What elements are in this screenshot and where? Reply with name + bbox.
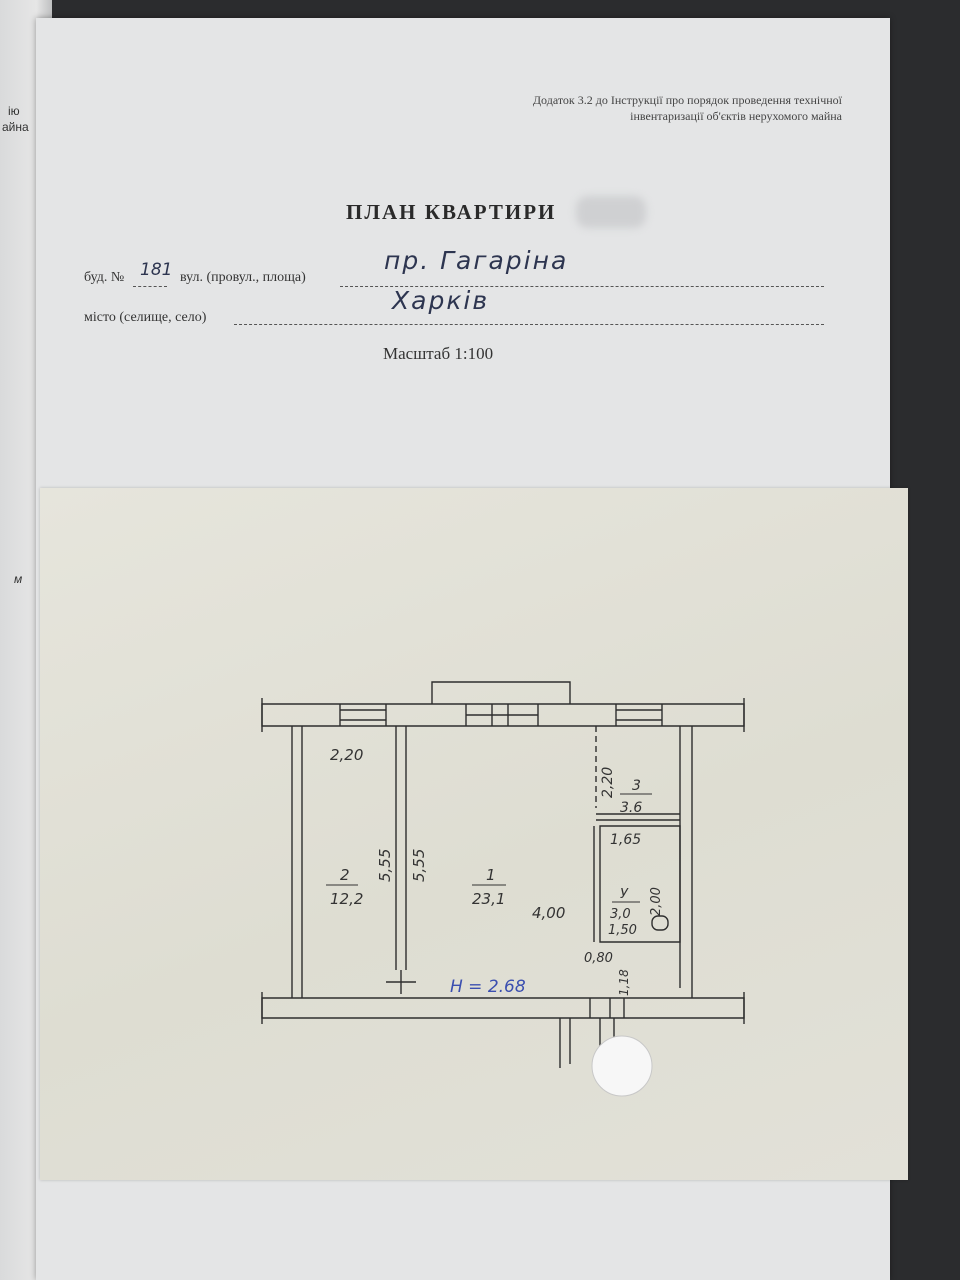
header-note: Додаток 3.2 до Інструкції про порядок пр… [422,92,842,124]
dim-room3-depth: 2,20 [600,767,616,798]
left-page-fragment: ію [8,104,20,118]
building-number-line [133,286,167,287]
left-wall [291,726,303,998]
building-number: 181 [140,260,173,280]
bathroom-number: У [620,887,629,902]
street-label: вул. (провул., площа) [180,270,306,285]
building-label: буд. № [84,270,125,285]
city-line [234,324,824,325]
punch-hole-mark [591,1035,653,1097]
document-title: ПЛАН КВАРТИРИ [346,200,557,224]
toilet-fixture [651,915,669,931]
room3-bottom-wall [596,813,680,821]
partition-wall-1 [395,726,407,970]
loggia-outline [431,681,571,704]
window-room2 [339,704,387,726]
left-page-fragment: айна [2,120,29,134]
dim-room1-length: 5,55 [410,849,428,882]
room-1-area: 23,1 [472,890,505,908]
redacted-area [576,196,646,228]
floor-plan-paper: 2,20 5,55 5,55 4,00 2,20 1,65 2,00 1,50 … [40,488,908,1180]
dim-bath-depth: 2,00 [649,887,664,916]
room-2-area: 12,2 [330,890,363,908]
dim-room2-length: 5,55 [376,849,394,882]
bathroom-outline [599,825,681,943]
window-room3 [615,704,663,726]
room-2-number: 2 [340,866,350,884]
right-wall [679,726,693,998]
ceiling-height: H = 2.68 [450,977,526,997]
floor-plan: 2,20 5,55 5,55 4,00 2,20 1,65 2,00 1,50 … [261,681,745,1097]
street-value: пр. Гагаріна [384,246,569,275]
room-3-area: 3.6 [620,800,642,816]
header-note-line: Додаток 3.2 до Інструкції про порядок пр… [532,93,842,107]
scale-label: Масштаб 1:100 [383,344,494,363]
entrance-door [589,998,625,1018]
header-note-line: інвентаризації об'єктів нерухомого майна [630,109,842,123]
dim-room2-width: 2,20 [330,746,363,764]
balcony-door [465,704,539,726]
wall-end-marks [261,698,745,732]
city-label: місто (селище, село) [84,310,207,325]
street-line [340,286,824,287]
dim-bath-width: 1,50 [608,923,637,938]
city-value: Харків [392,286,490,315]
entrance-walls [559,1018,615,1068]
dim-hall-width: 0,80 [584,951,613,966]
door-mark-room2 [386,970,416,994]
room-3-number: 3 [632,778,641,794]
bottom-wall [261,997,745,1019]
dim-room3-width: 1,65 [610,832,641,848]
dim-door-width: 1,18 [617,969,631,996]
room-1-number: 1 [486,866,496,884]
bathroom-area: 3,0 [610,907,631,922]
dim-room1-width: 4,00 [532,904,565,922]
bottom-wall-end-marks [261,992,745,1024]
left-page-fragment: м [14,572,23,586]
document-sheet: Додаток 3.2 до Інструкції про порядок пр… [36,18,908,1280]
